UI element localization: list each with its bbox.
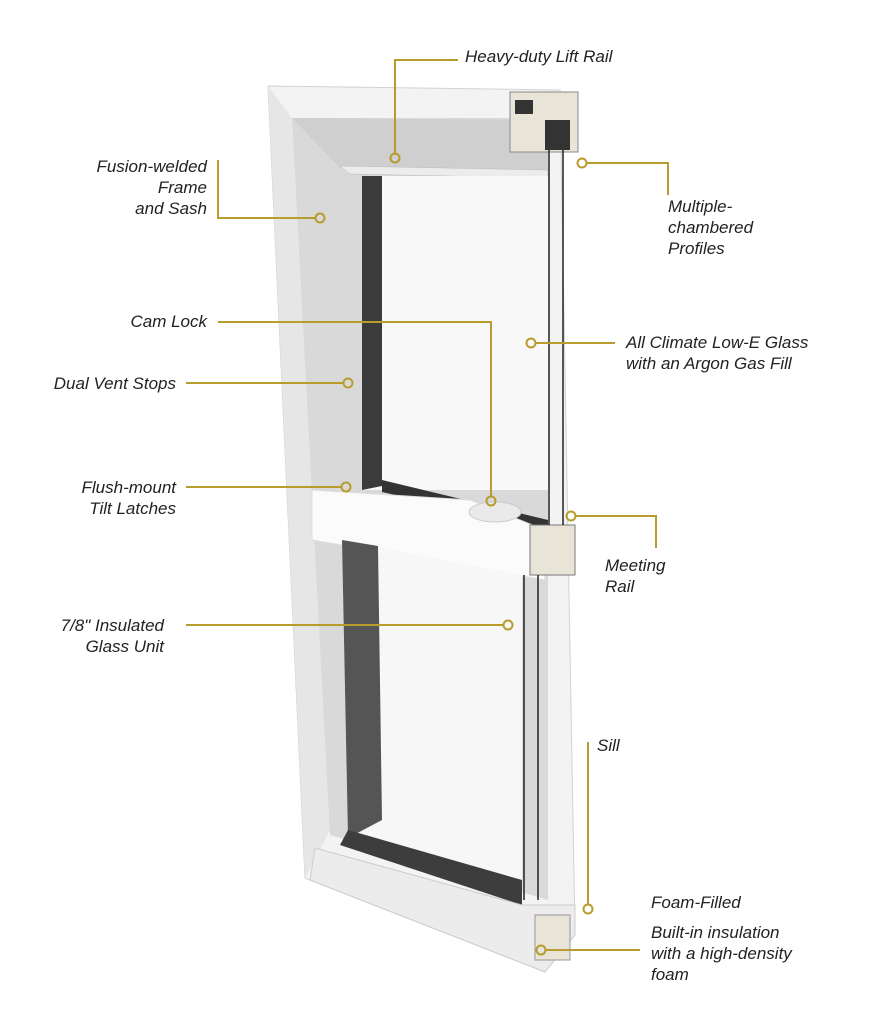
label-line: Flush-mount [81, 478, 176, 497]
callout-lines [186, 59, 669, 956]
upper-glass [362, 176, 548, 490]
label-cam-lock: Cam Lock [130, 312, 207, 331]
label-line: with an Argon Gas Fill [626, 354, 792, 373]
label-foam-title: Foam-Filled [651, 893, 741, 912]
frame-side [268, 86, 330, 878]
callout-line-lift-rail [394, 59, 458, 153]
label-line: Rail [605, 577, 635, 596]
label-line: Frame [157, 178, 207, 197]
label-line: Multiple- [668, 197, 733, 216]
label-line: Meeting [605, 556, 666, 575]
label-meeting-rail: Meeting Rail [605, 555, 665, 597]
lower-glass [342, 540, 522, 890]
label-line: with a high-density [651, 944, 792, 963]
lift-rail [292, 118, 548, 172]
label-line: Profiles [668, 239, 725, 258]
label-foam-desc: Built-in insulation with a high-density … [651, 922, 792, 985]
sill [309, 847, 576, 973]
lower-bottom-rail [340, 830, 522, 905]
label-line: 7/8" Insulated [60, 616, 164, 635]
callout-line-cam-lock [218, 321, 492, 496]
upper-glass-edge [362, 176, 382, 490]
label-lift-rail: Heavy-duty Lift Rail [465, 47, 613, 66]
meeting-rail-profile [529, 524, 576, 576]
label-tilt-latches: Flush-mount Tilt Latches [82, 477, 176, 519]
lower-glass-edge [342, 540, 382, 838]
label-profiles: Multiple- chambered Profiles [668, 196, 753, 259]
label-line: chambered [668, 218, 754, 237]
label-line: Glass Unit [85, 637, 164, 656]
label-sill: Sill [597, 736, 620, 755]
label-fusion-welded: Fusion-welded Frame and Sash [96, 156, 207, 219]
label-vent-stops: Dual Vent Stops [53, 374, 176, 393]
callout-line-profiles [587, 162, 669, 195]
callout-line-meeting-rail [576, 515, 657, 548]
label-glass: All Climate Low-E Glass with an Argon Ga… [626, 332, 808, 374]
label-line: and Sash [135, 199, 207, 218]
label-line: foam [651, 965, 689, 984]
label-igu: 7/8" Insulated Glass Unit [61, 615, 164, 657]
label-line: Fusion-welded [96, 157, 207, 176]
cam-lock [468, 501, 522, 523]
label-line: All Climate Low-E Glass [626, 333, 809, 352]
label-line: Tilt Latches [89, 499, 176, 518]
callout-line-fusion [217, 160, 315, 219]
sill-profile [534, 914, 571, 961]
label-line: Built-in insulation [651, 923, 780, 942]
